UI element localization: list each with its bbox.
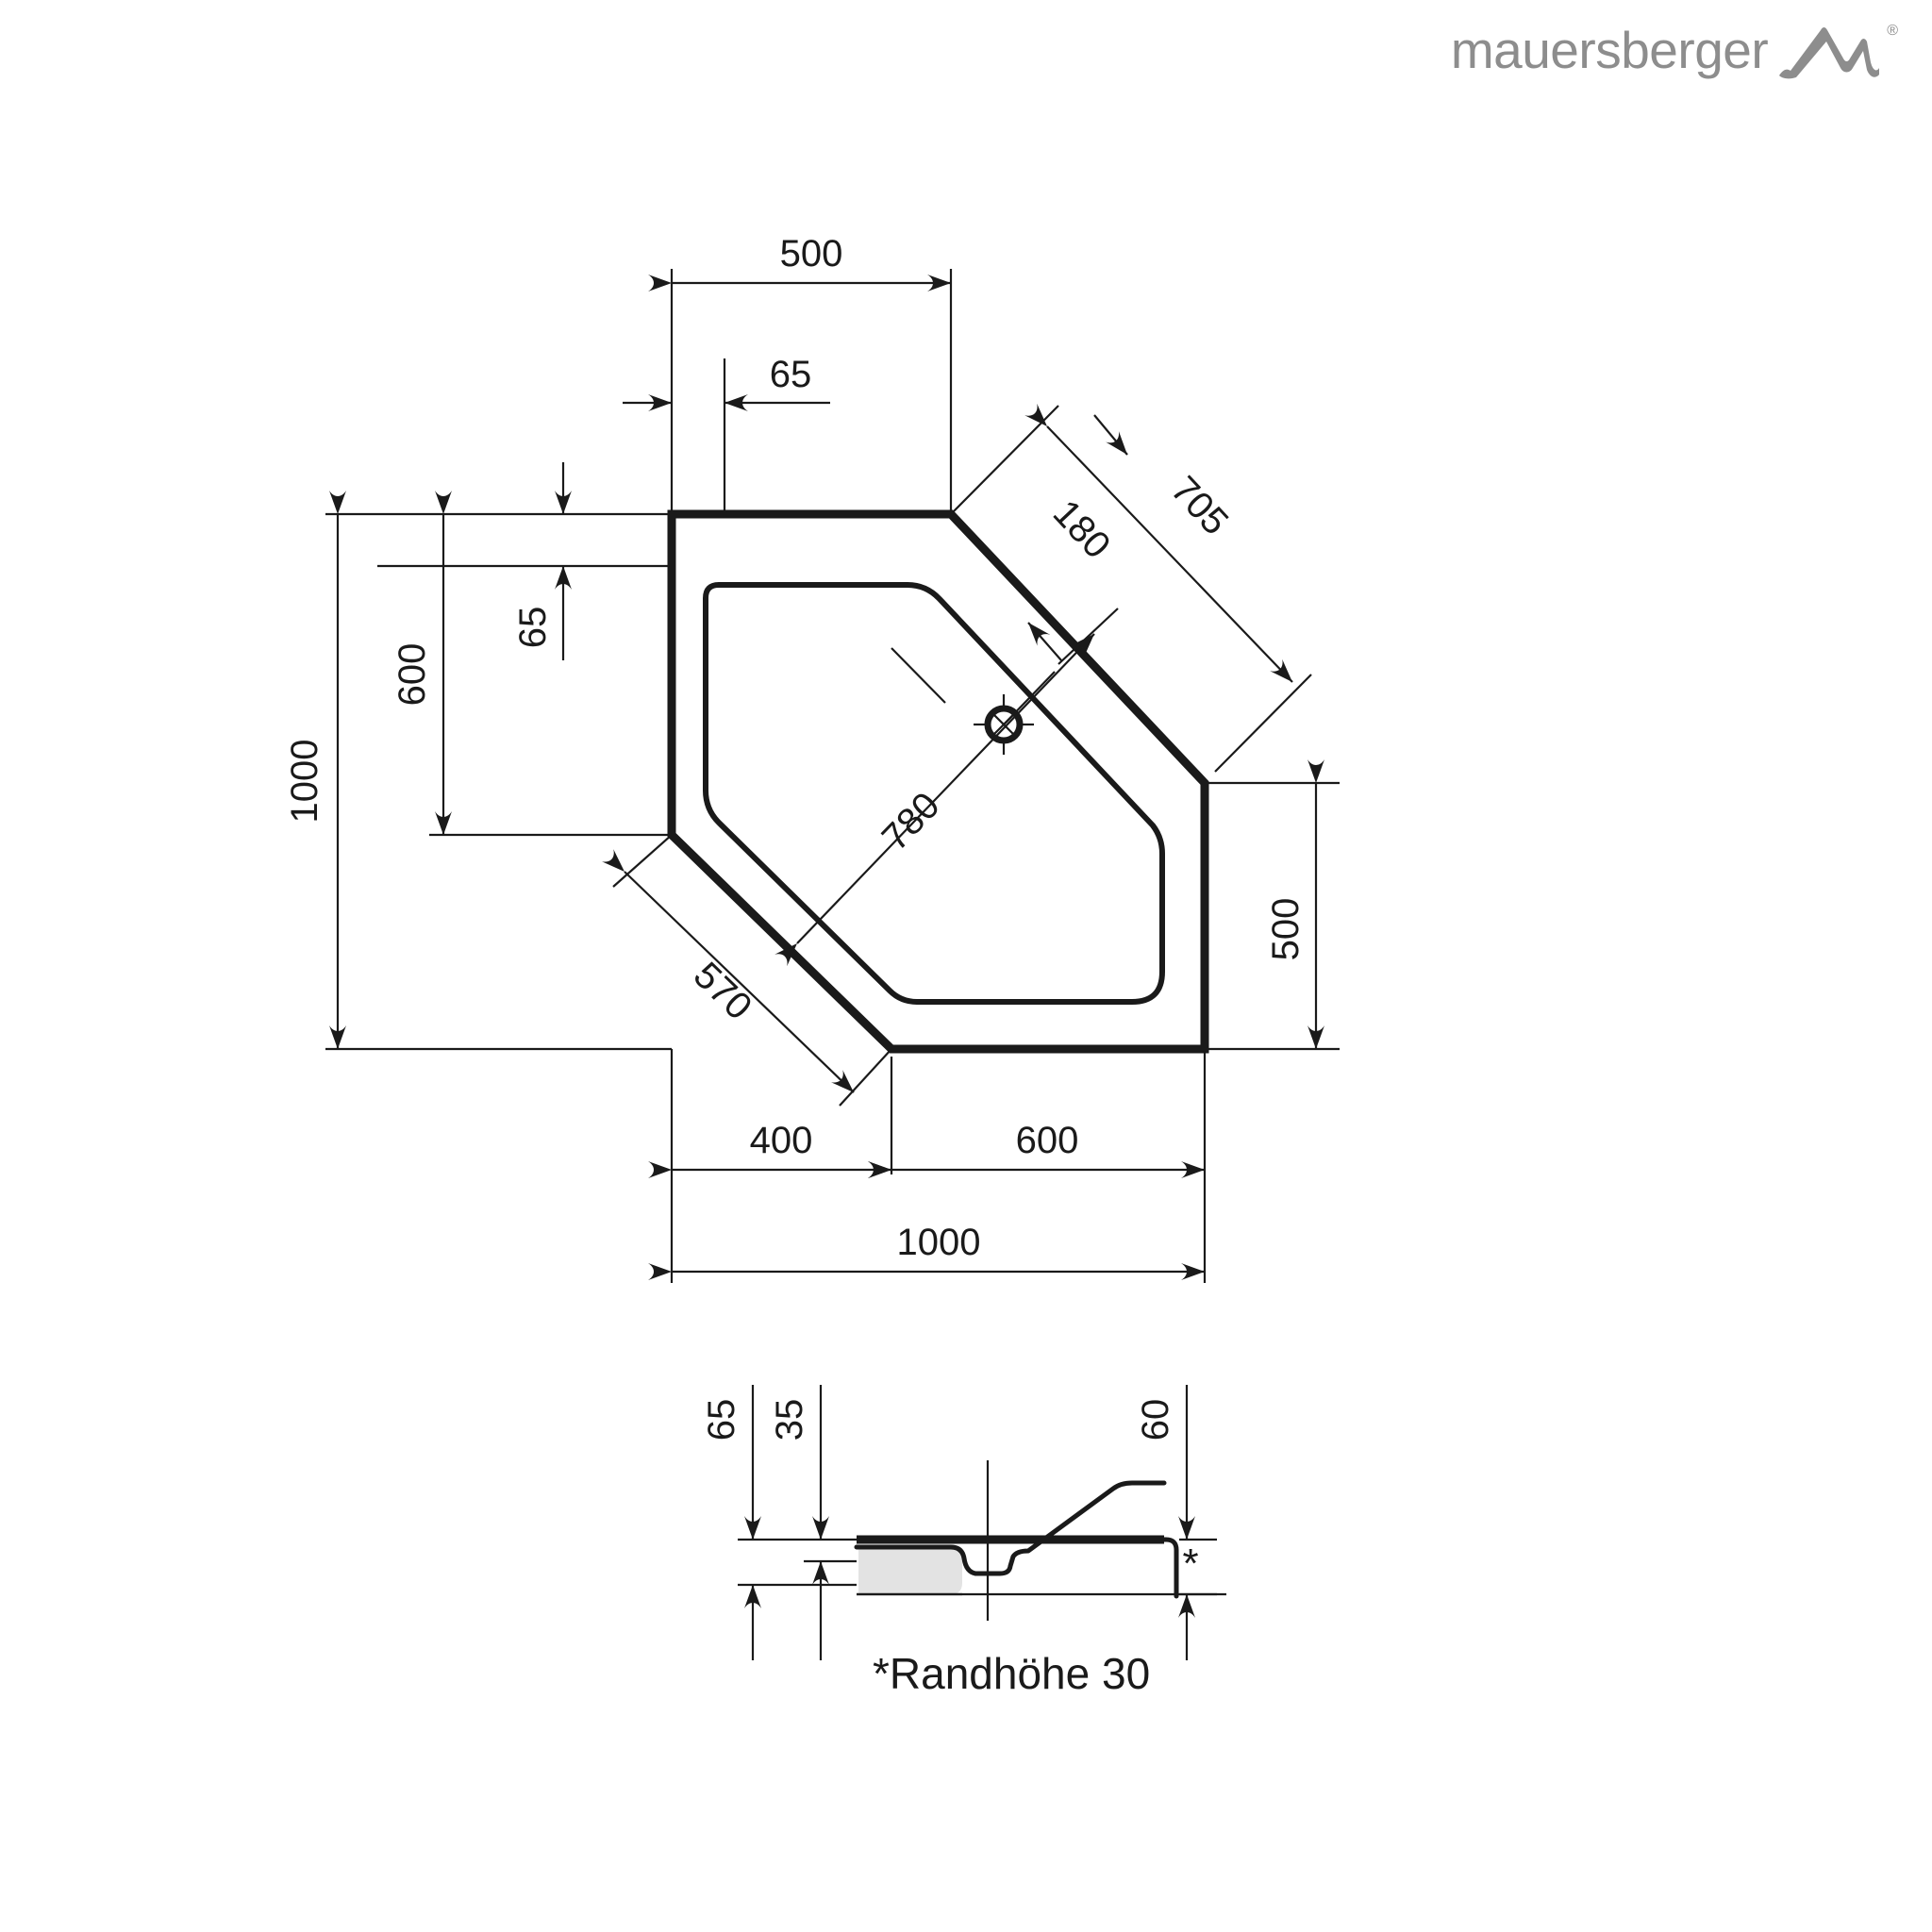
dim-top-500: 500 bbox=[648, 233, 951, 291]
section-inner-profile bbox=[854, 1480, 1167, 1576]
rim-height-asterisk: * bbox=[1182, 1541, 1198, 1587]
section-extension-lines bbox=[738, 1538, 1217, 1596]
dim-label: 65 bbox=[701, 1399, 742, 1441]
dim-diag-705: 705 bbox=[1024, 403, 1312, 773]
dim-diag-180: 180 bbox=[950, 405, 1128, 665]
brand-logo: mauersberger ® bbox=[1451, 21, 1898, 79]
section-view-group: 65 35 60 * *Randhöhe 30 bbox=[701, 1385, 1226, 1698]
dim-bottom-400: 400 bbox=[648, 1120, 891, 1178]
dim-label: 400 bbox=[750, 1120, 813, 1161]
dim-right-500: 500 bbox=[1265, 759, 1324, 1049]
dim-label: 600 bbox=[1016, 1120, 1079, 1161]
dim-left-1000: 1000 bbox=[284, 491, 346, 1049]
dim-section-60: 60 bbox=[1135, 1385, 1195, 1660]
tray-inner-basin-outline bbox=[703, 582, 1165, 1005]
registered-trademark-symbol: ® bbox=[1887, 23, 1898, 39]
dim-diag-780: 780 bbox=[774, 633, 1095, 967]
dim-left-600: 600 bbox=[391, 491, 452, 835]
section-fill-block bbox=[858, 1547, 962, 1594]
dim-section-35: 35 bbox=[769, 1385, 829, 1660]
dim-label: 65 bbox=[770, 354, 812, 395]
dim-label: 65 bbox=[512, 607, 554, 649]
dim-bottom-600: 600 bbox=[868, 1120, 1205, 1178]
dim-label: 780 bbox=[874, 785, 948, 859]
section-caption: *Randhöhe 30 bbox=[873, 1649, 1150, 1698]
dim-label: 1000 bbox=[284, 740, 325, 824]
dim-top-65: 65 bbox=[623, 354, 830, 411]
plan-extension-lines bbox=[325, 269, 1340, 1283]
dim-label: 705 bbox=[1163, 469, 1237, 543]
dim-label: 500 bbox=[780, 233, 843, 275]
dim-label: 1000 bbox=[897, 1222, 981, 1263]
dim-left-65: 65 bbox=[512, 462, 572, 660]
section-rim-profile bbox=[1161, 1537, 1179, 1599]
dim-bottom-1000: 1000 bbox=[648, 1222, 1205, 1280]
dim-section-65: 65 bbox=[701, 1385, 761, 1660]
mountain-m-icon bbox=[1779, 27, 1880, 79]
dim-label: 500 bbox=[1265, 898, 1307, 961]
dim-label: 570 bbox=[686, 955, 760, 1028]
brand-name: mauersberger bbox=[1450, 20, 1769, 79]
dim-label: 180 bbox=[1045, 492, 1119, 567]
dim-diag-570: 570 bbox=[601, 834, 892, 1107]
dim-label: 35 bbox=[769, 1399, 810, 1441]
dim-label: 600 bbox=[391, 643, 433, 707]
dim-label: 60 bbox=[1135, 1399, 1176, 1441]
